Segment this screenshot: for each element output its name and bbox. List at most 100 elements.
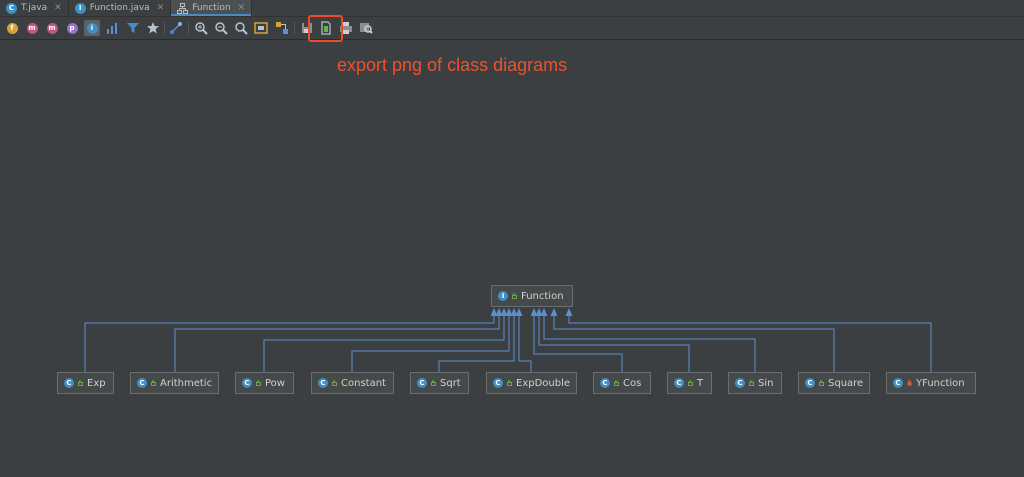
node-pow[interactable]: C Pow bbox=[235, 372, 294, 394]
node-label: Exp bbox=[87, 377, 106, 389]
class-icon: C bbox=[600, 378, 610, 388]
layout-button[interactable] bbox=[168, 20, 184, 36]
node-cos[interactable]: C Cos bbox=[593, 372, 651, 394]
export-png-button[interactable] bbox=[318, 20, 334, 36]
show-properties-button[interactable]: p bbox=[64, 20, 80, 36]
diagram-icon bbox=[177, 2, 189, 14]
node-sqrt[interactable]: C Sqrt bbox=[410, 372, 469, 394]
apply-layout-button[interactable] bbox=[274, 20, 290, 36]
inheritance-edge bbox=[543, 316, 756, 372]
fit-content-button[interactable] bbox=[253, 20, 269, 36]
actual-size-icon bbox=[235, 22, 248, 35]
node-yfunction[interactable]: C YFunction bbox=[886, 372, 976, 394]
inheritance-edge bbox=[351, 316, 510, 372]
toolbar-separator bbox=[188, 22, 189, 34]
inheritance-edge bbox=[538, 316, 690, 372]
inheritance-arrowhead bbox=[490, 308, 498, 316]
diagram-toolbar: f m m p i bbox=[0, 17, 1024, 40]
print-preview-button[interactable] bbox=[358, 20, 374, 36]
inner-class-icon: i bbox=[86, 22, 98, 34]
node-t[interactable]: C T bbox=[667, 372, 712, 394]
public-icon bbox=[819, 380, 824, 386]
class-icon: C bbox=[318, 378, 328, 388]
public-icon bbox=[332, 380, 337, 386]
inheritance-edges bbox=[84, 308, 932, 372]
public-icon bbox=[688, 380, 693, 386]
node-label: Sqrt bbox=[440, 377, 461, 389]
zoom-in-button[interactable] bbox=[193, 20, 209, 36]
close-icon[interactable]: ✕ bbox=[237, 3, 246, 13]
filter-icon bbox=[127, 23, 139, 33]
show-inner-classes-button[interactable]: i bbox=[84, 20, 100, 36]
fit-content-icon bbox=[254, 22, 268, 34]
class-icon: C bbox=[493, 378, 503, 388]
node-label: YFunction bbox=[916, 377, 965, 389]
node-square[interactable]: C Square bbox=[798, 372, 870, 394]
show-constructors-button[interactable]: m bbox=[24, 20, 40, 36]
class-icon: C bbox=[735, 378, 745, 388]
editor-tab-bar: C T.java ✕ I Function.java ✕ Function ✕ bbox=[0, 0, 1024, 17]
annotation-label: export png of class diagrams bbox=[337, 55, 568, 75]
public-icon bbox=[749, 380, 754, 386]
public-icon bbox=[614, 380, 619, 386]
bar-chart-icon bbox=[107, 23, 117, 34]
export-png-highlight bbox=[308, 15, 343, 42]
show-dependencies-button[interactable] bbox=[145, 20, 161, 36]
node-sin[interactable]: C Sin bbox=[728, 372, 782, 394]
zoom-in-icon bbox=[195, 22, 208, 35]
show-methods-button[interactable]: m bbox=[44, 20, 60, 36]
tab-t-java[interactable]: C T.java ✕ bbox=[0, 0, 69, 16]
tab-function-diagram[interactable]: Function ✕ bbox=[171, 0, 253, 16]
class-diagram-canvas[interactable]: I Function C Exp C Arithmetic C Pow C Co… bbox=[0, 40, 1024, 477]
star-icon bbox=[147, 22, 159, 34]
class-icon: C bbox=[64, 378, 74, 388]
close-icon[interactable]: ✕ bbox=[54, 3, 62, 13]
zoom-out-icon bbox=[215, 22, 228, 35]
save-icon bbox=[302, 23, 312, 33]
inheritance-edge bbox=[263, 316, 505, 372]
class-icon: C bbox=[242, 378, 252, 388]
inheritance-edge bbox=[84, 316, 495, 372]
inheritance-edge bbox=[438, 316, 515, 372]
inheritance-arrowhead bbox=[565, 308, 573, 316]
print-button[interactable] bbox=[338, 20, 354, 36]
class-icon: C bbox=[417, 378, 427, 388]
private-icon bbox=[907, 380, 912, 386]
toolbar-separator bbox=[294, 22, 295, 34]
tab-label: Function bbox=[192, 3, 231, 13]
public-icon bbox=[507, 380, 512, 386]
export-image-icon bbox=[321, 21, 331, 35]
inheritance-arrowhead bbox=[505, 308, 513, 316]
tab-label: Function.java bbox=[89, 3, 150, 13]
change-visibility-button[interactable] bbox=[105, 20, 121, 36]
class-icon: C bbox=[674, 378, 684, 388]
public-icon bbox=[151, 380, 156, 386]
method-icon: m bbox=[46, 22, 58, 34]
tab-function-java[interactable]: I Function.java ✕ bbox=[69, 0, 172, 16]
close-icon[interactable]: ✕ bbox=[156, 3, 165, 13]
node-expdouble[interactable]: C ExpDouble bbox=[486, 372, 577, 394]
public-icon bbox=[431, 380, 436, 386]
export-to-file-button[interactable] bbox=[299, 20, 315, 36]
filter-button[interactable] bbox=[125, 20, 141, 36]
node-label: Arithmetic bbox=[160, 377, 213, 389]
inheritance-edge bbox=[174, 316, 500, 372]
print-preview-icon bbox=[360, 23, 373, 34]
actual-size-button[interactable] bbox=[233, 20, 249, 36]
show-fields-button[interactable]: f bbox=[4, 20, 20, 36]
class-icon: C bbox=[6, 2, 17, 14]
node-label: T bbox=[697, 377, 704, 389]
property-icon: p bbox=[66, 22, 78, 34]
inheritance-arrowhead bbox=[500, 308, 508, 316]
constructor-icon: m bbox=[26, 22, 38, 34]
node-function[interactable]: I Function bbox=[491, 285, 573, 307]
class-icon: C bbox=[893, 378, 903, 388]
node-label: Sin bbox=[758, 377, 774, 389]
node-constant[interactable]: C Constant bbox=[311, 372, 394, 394]
zoom-out-button[interactable] bbox=[213, 20, 229, 36]
node-label: Pow bbox=[265, 377, 285, 389]
inheritance-edge bbox=[568, 316, 932, 372]
inheritance-arrowhead bbox=[535, 308, 543, 316]
node-exp[interactable]: C Exp bbox=[57, 372, 114, 394]
node-arithmetic[interactable]: C Arithmetic bbox=[130, 372, 219, 394]
